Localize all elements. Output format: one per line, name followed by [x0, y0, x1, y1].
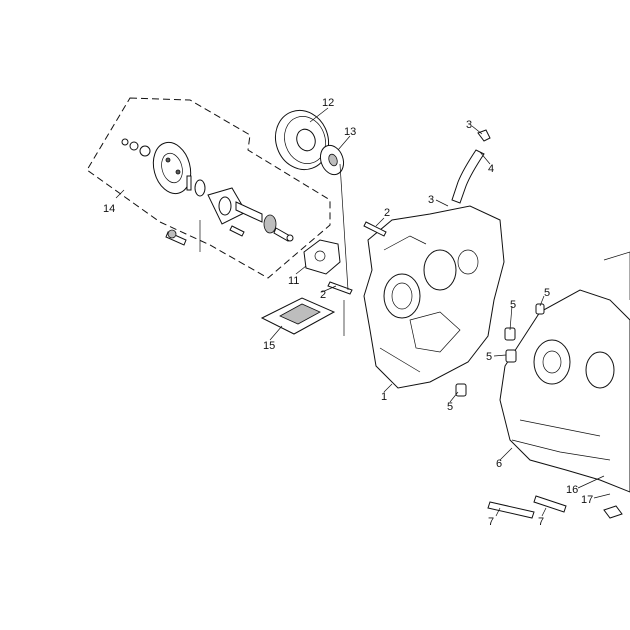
- callout-15: 15: [263, 340, 275, 352]
- callout-3a: 3: [466, 119, 472, 131]
- part-6-right-crankcase: [499, 251, 630, 493]
- callout-6: 6: [496, 458, 502, 470]
- oil-pump-parts: [121, 138, 294, 246]
- callout-11: 11: [288, 275, 299, 287]
- callout-16: 16: [566, 484, 578, 496]
- part-11-cover-plate: [303, 239, 341, 275]
- callout-5a: 5: [510, 299, 516, 311]
- callout-3b: 3: [428, 194, 434, 206]
- callout-13: 13: [344, 126, 356, 138]
- bolts: [327, 221, 623, 519]
- part-1-left-crankcase: [363, 205, 505, 389]
- callout-2b: 2: [320, 289, 326, 301]
- callout-5d: 5: [447, 401, 453, 413]
- part-4-breather-hose: [451, 129, 491, 204]
- leader-lines: [115, 107, 611, 517]
- callout-4: 4: [488, 163, 494, 175]
- part-15-oil-strainer: [260, 297, 336, 335]
- callout-5b: 5: [544, 287, 550, 299]
- callout-labels: 1 2 2 3 3 4 5 5 5 5 6 7 7 11 12 13 14 15…: [103, 97, 593, 528]
- part-12-filter-rotor: [275, 109, 329, 171]
- part-13-gear: [319, 144, 345, 176]
- callout-12: 12: [322, 97, 334, 109]
- callout-7a: 7: [488, 516, 494, 528]
- callout-17: 17: [581, 494, 593, 506]
- callout-14: 14: [103, 203, 115, 215]
- callout-5c: 5: [486, 351, 492, 363]
- callout-7b: 7: [538, 516, 544, 528]
- callout-2a: 2: [384, 207, 390, 219]
- callout-1: 1: [381, 391, 387, 403]
- oil-pump-group-boundary: [86, 97, 331, 279]
